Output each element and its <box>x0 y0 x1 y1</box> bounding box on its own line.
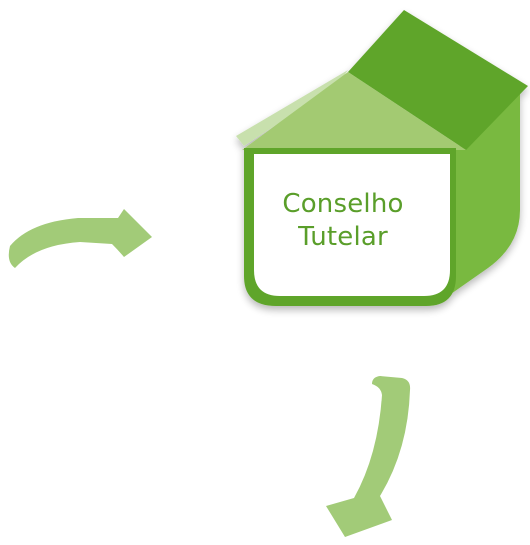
house-label-line2: Tutelar <box>298 222 388 252</box>
house-label-line1: Conselho <box>282 189 404 219</box>
arrow-right-icon <box>8 209 153 268</box>
house-front-panel <box>254 154 450 296</box>
arrow-down-icon <box>326 376 411 537</box>
house-roof-front <box>242 72 466 150</box>
house-roof-eave <box>236 70 348 146</box>
house-label: Conselho Tutelar <box>258 188 428 254</box>
house-side-wall <box>404 90 520 306</box>
house-roof-right <box>348 10 528 150</box>
house-icon <box>236 10 528 306</box>
